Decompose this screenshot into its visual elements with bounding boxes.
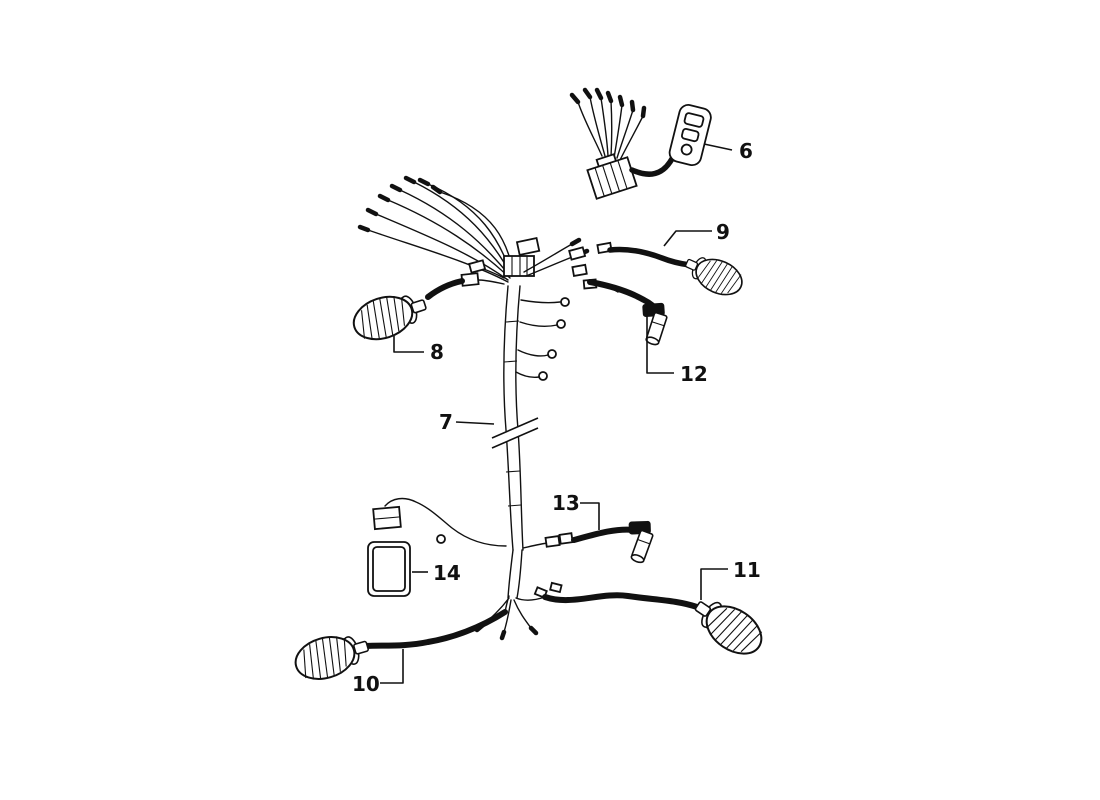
sensor-lead-assembly [522, 513, 659, 565]
horn-bell [679, 247, 749, 303]
switch-pod [668, 104, 712, 167]
callout-14-label: 14 [433, 561, 461, 585]
callout-leader-lines [380, 143, 733, 684]
turn-signal-lamp-front [347, 284, 433, 348]
horn-lead-assembly [596, 241, 749, 303]
callout-labels: 6 9 8 12 7 13 14 11 10 [352, 139, 761, 696]
callout-7-label: 7 [439, 410, 453, 434]
rear-left-turn-signal-assembly [289, 609, 508, 687]
callout-10-label: 10 [352, 672, 380, 696]
spark-plug-lead-assembly [587, 279, 672, 347]
spark-plug-cap [630, 295, 672, 347]
main-harness-trunk [491, 285, 539, 599]
switch-connector-block [586, 153, 638, 200]
cdi-unit-assembly [367, 497, 507, 597]
bottom-wire-fan [474, 581, 563, 641]
callout-8-label: 8 [430, 340, 444, 364]
sensor-cap [615, 513, 659, 565]
callout-9-label: 9 [716, 220, 730, 244]
multi-pin-connector [503, 236, 541, 277]
rear-right-turn-signal-assembly [542, 587, 772, 665]
callout-12-label: 12 [680, 362, 708, 386]
callout-11-label: 11 [733, 558, 761, 582]
callout-6-label: 6 [739, 139, 753, 163]
callout-13-label: 13 [552, 491, 580, 515]
cdi-connector [372, 505, 402, 531]
trunk-break-gap [492, 418, 538, 448]
turn-signal-lamp-rear-right [685, 587, 772, 665]
handlebar-switch-assembly [569, 87, 712, 200]
front-turn-signal-assembly [347, 259, 505, 348]
